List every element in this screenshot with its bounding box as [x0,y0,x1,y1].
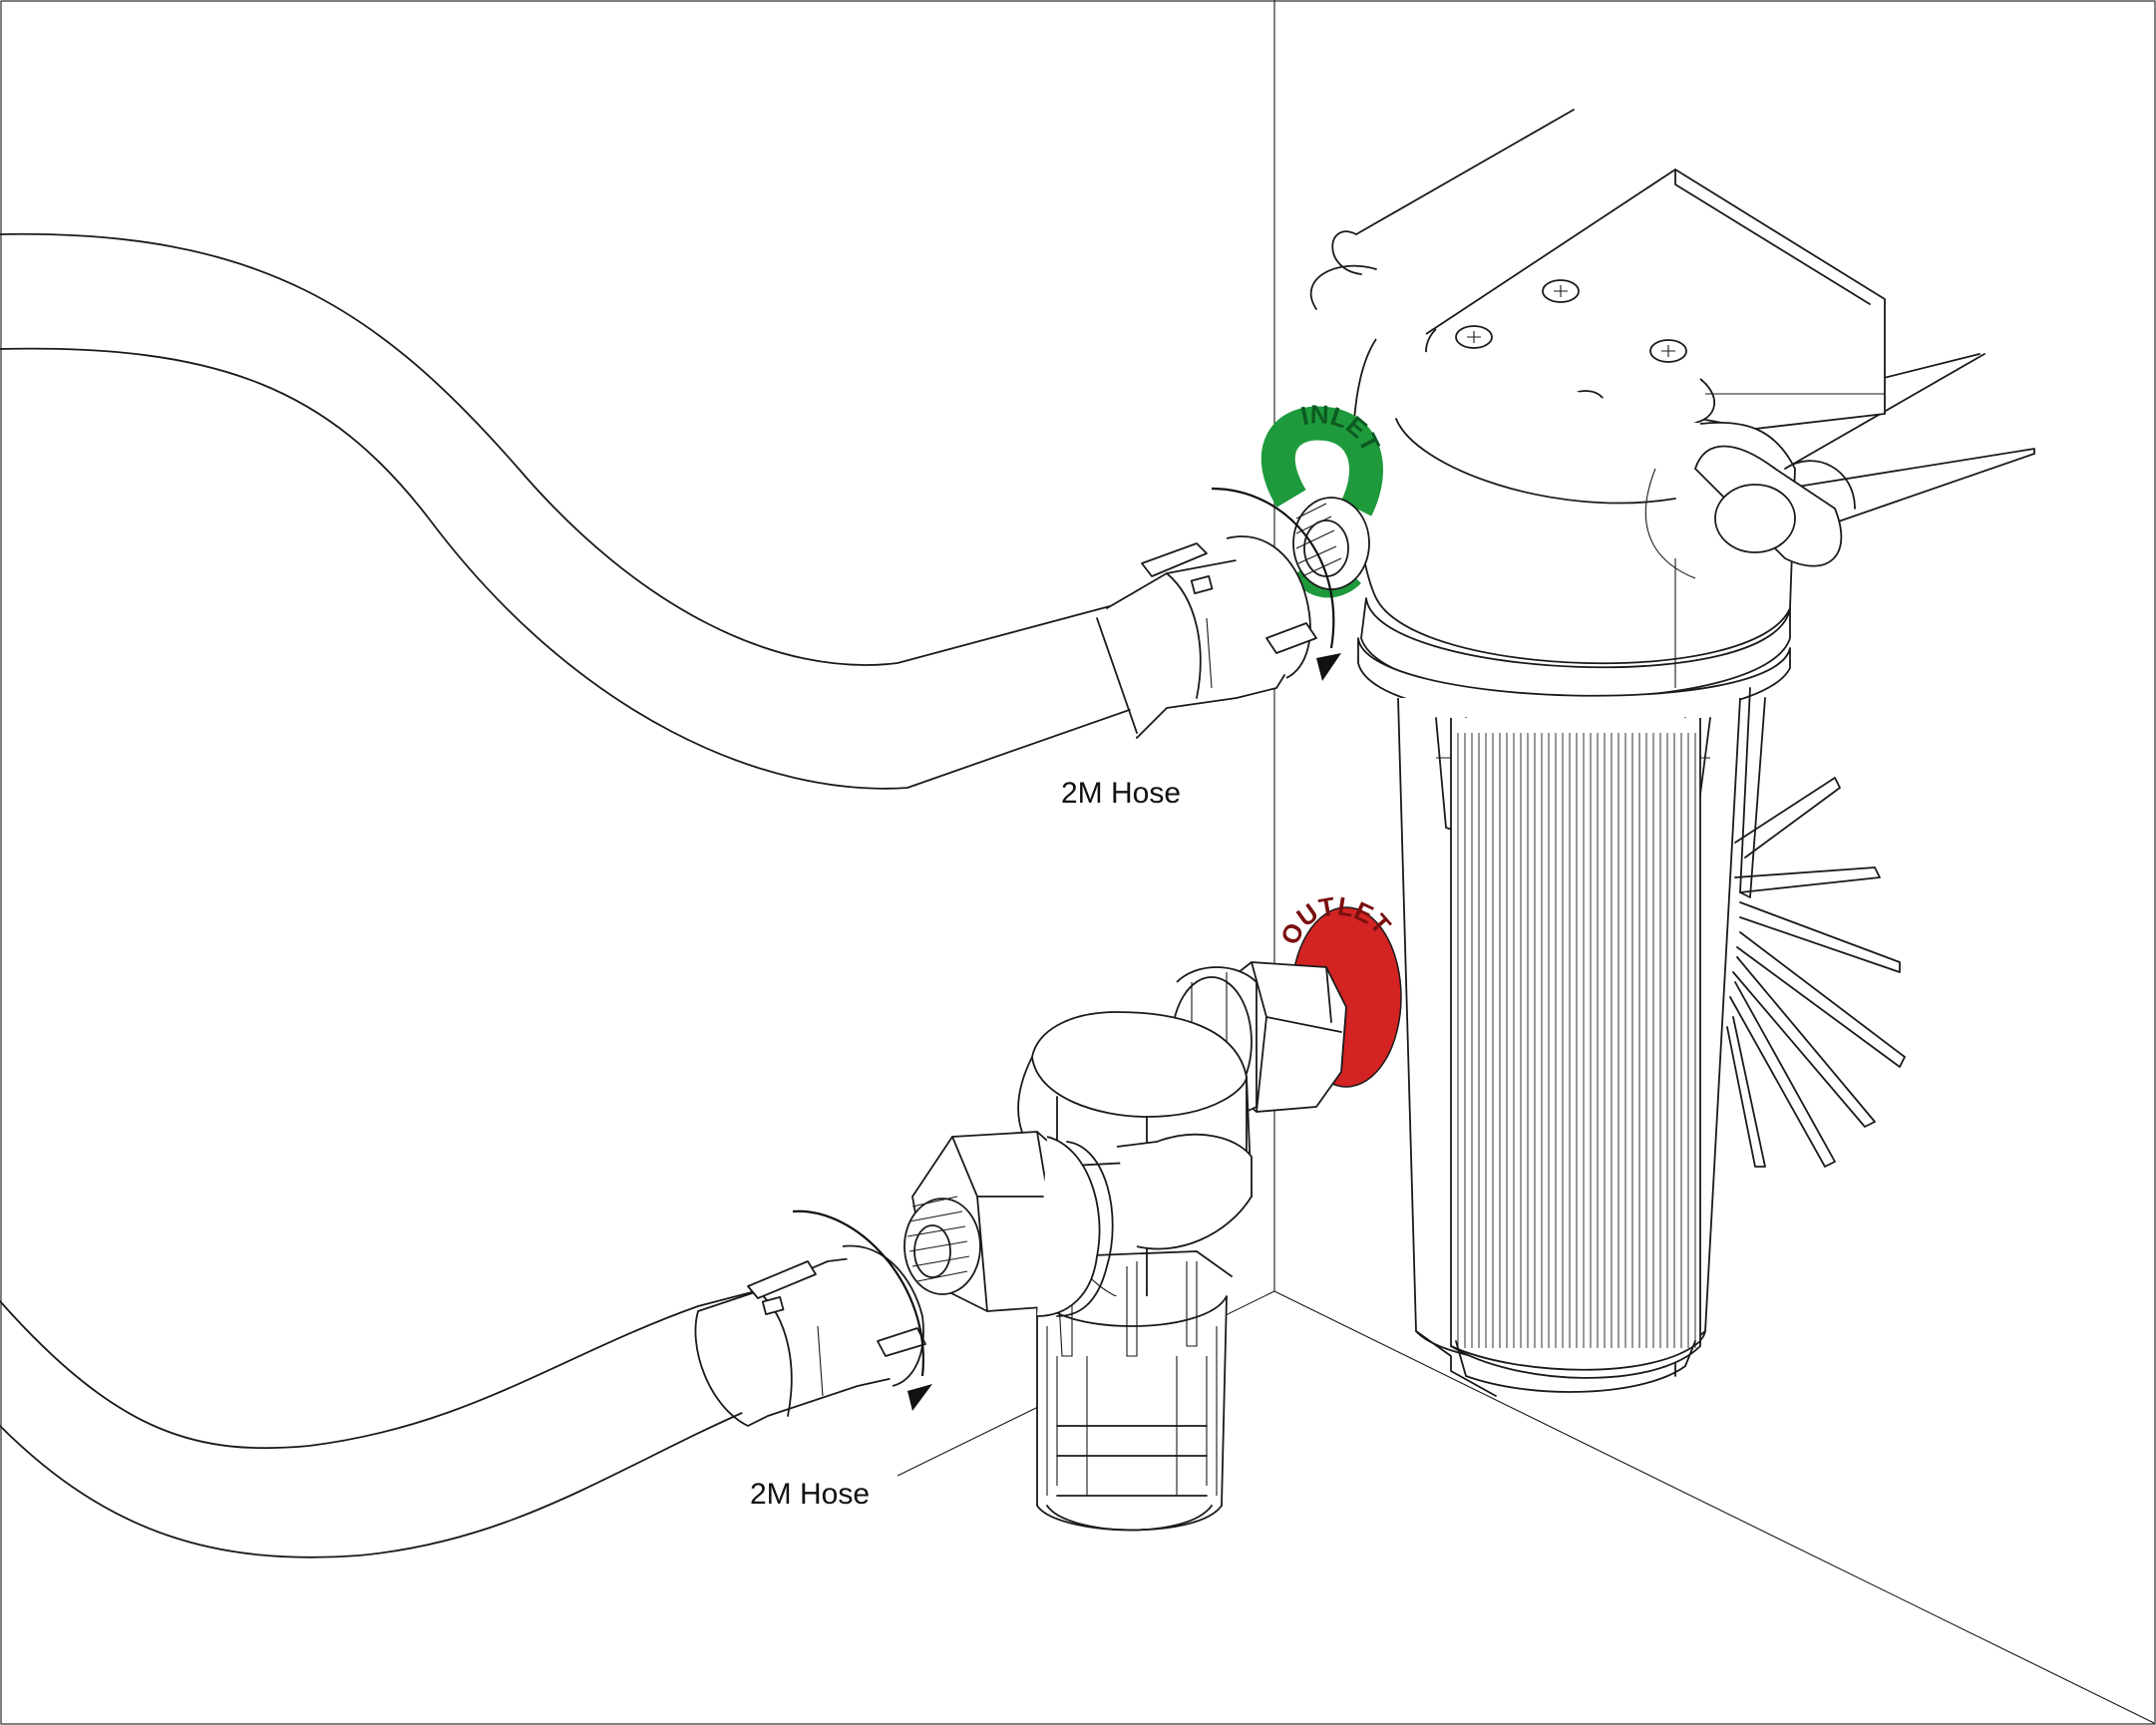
filter-cartridge [1450,718,1701,1393]
filter-wrench [1726,687,1906,1168]
cartridge-pleats [1457,733,1696,1348]
lower-hose-label: 2M Hose [750,1478,870,1511]
rotate-arrow-upper-icon [1211,487,1341,681]
lower-hose [0,1275,859,1558]
screw-icon [1542,279,1580,303]
screw-icon [1649,339,1687,363]
upper-hose-label: 2M Hose [1061,777,1181,810]
inlet-fitting [1292,497,1370,590]
screw-icon [1455,325,1493,349]
hex-nipple [903,1131,1114,1317]
lower-hose-coupling [694,1244,926,1427]
pre-filter-bowl [1036,1250,1233,1532]
rotate-arrow-lower-icon [792,1209,932,1411]
upper-hose-coupling [1096,535,1317,739]
pre-filter-body [1017,1011,1253,1315]
upper-hose [0,232,1193,790]
mounting-lug [1694,445,1856,567]
